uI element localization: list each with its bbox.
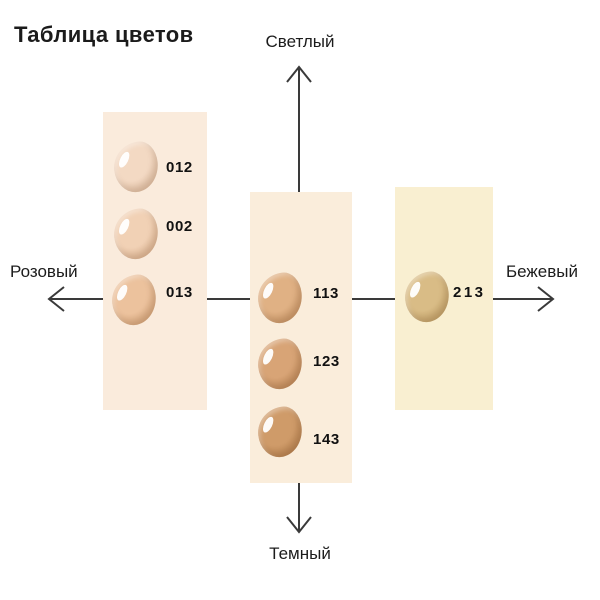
arrow-up-icon bbox=[286, 65, 312, 83]
axis-label-pink: Розовый bbox=[10, 262, 78, 281]
shade-code: 012 bbox=[166, 159, 193, 176]
shade-code: 002 bbox=[166, 218, 193, 235]
shade-column-pink: 012 002 013 bbox=[103, 112, 207, 410]
shade-drop-013 bbox=[109, 272, 159, 328]
shade-code: 013 bbox=[166, 284, 193, 301]
shade-column-neutral: 113 123 143 bbox=[250, 192, 352, 483]
axis-label-light: Светлый bbox=[265, 32, 335, 51]
shade-code: 113 bbox=[313, 285, 339, 302]
shade-drop-012 bbox=[111, 139, 161, 195]
shade-code: 123 bbox=[313, 353, 340, 370]
shade-drop-002 bbox=[111, 206, 161, 262]
shade-drop-213 bbox=[402, 269, 452, 325]
shade-drop-143 bbox=[255, 404, 305, 460]
arrow-left-icon bbox=[47, 286, 65, 312]
shade-column-beige: 213 bbox=[395, 187, 493, 410]
shade-drop-113 bbox=[255, 270, 305, 326]
shade-drop-123 bbox=[255, 336, 305, 392]
axis-label-beige: Бежевый bbox=[506, 262, 578, 281]
shade-code: 143 bbox=[313, 431, 340, 448]
shade-code: 213 bbox=[453, 284, 486, 301]
chart-title: Таблица цветов bbox=[14, 22, 194, 47]
arrow-right-icon bbox=[537, 286, 555, 312]
axis-label-dark: Темный bbox=[269, 544, 331, 563]
arrow-down-icon bbox=[286, 516, 312, 534]
